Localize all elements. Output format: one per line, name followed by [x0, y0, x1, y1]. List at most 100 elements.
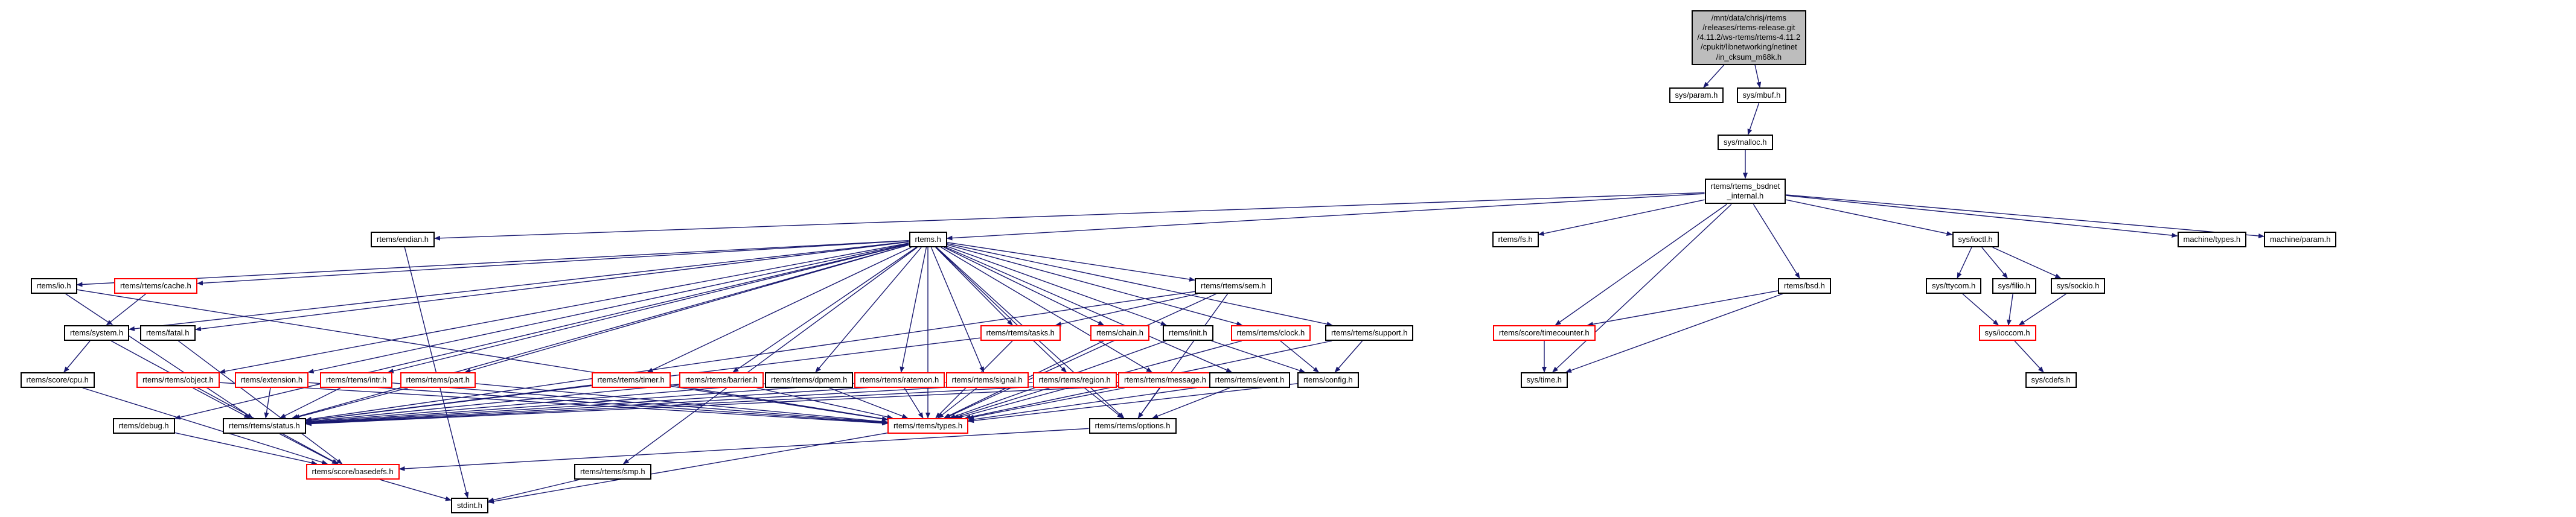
graph-node-debug[interactable]: rtems/debug.h: [112, 418, 175, 434]
include-edge-region-to-options: [1084, 387, 1123, 419]
include-edge-config-to-types: [968, 383, 1298, 423]
graph-node-sem[interactable]: rtems/rtems/sem.h: [1195, 278, 1272, 294]
include-edge-bsdnet-to-m_types: [1786, 195, 2178, 238]
graph-node-cdefs[interactable]: sys/cdefs.h: [2025, 372, 2077, 389]
graph-node-label: rtems/rtems/region.h: [1038, 375, 1111, 384]
include-edge-intr-to-status: [280, 387, 341, 419]
include-edge-ioctl-to-ttycom: [1957, 247, 1972, 279]
graph-node-sys_malloc[interactable]: sys/malloc.h: [1718, 135, 1773, 151]
graph-node-cache[interactable]: rtems/rtems/cache.h: [114, 278, 197, 294]
include-edge-bsdnet-to-time: [1552, 203, 1732, 373]
include-edge-rtems-to-status: [292, 244, 909, 419]
graph-node-smp[interactable]: rtems/rtems/smp.h: [574, 464, 651, 480]
graph-node-time[interactable]: sys/time.h: [1520, 372, 1568, 389]
graph-node-chain[interactable]: rtems/chain.h: [1090, 325, 1150, 341]
include-edge-sem-to-status: [305, 291, 1195, 422]
graph-node-endian[interactable]: rtems/endian.h: [371, 232, 435, 248]
graph-node-label: rtems/score/cpu.h: [26, 375, 89, 384]
graph-node-ratemon[interactable]: rtems/rtems/ratemon.h: [854, 372, 945, 389]
graph-node-config[interactable]: rtems/config.h: [1297, 372, 1359, 389]
graph-node-options[interactable]: rtems/rtems/options.h: [1088, 418, 1177, 434]
include-edge-system-to-basedefs: [110, 340, 339, 465]
include-edge-system-to-cpu: [63, 340, 91, 373]
graph-node-sockio[interactable]: sys/sockio.h: [2050, 278, 2106, 294]
include-edge-timer-to-types: [670, 385, 888, 422]
graph-node-cpu[interactable]: rtems/score/cpu.h: [20, 372, 95, 389]
graph-node-status[interactable]: rtems/rtems/status.h: [223, 418, 306, 434]
graph-node-bsd[interactable]: rtems/bsd.h: [1778, 278, 1831, 294]
graph-node-m_param[interactable]: machine/param.h: [2264, 232, 2337, 248]
graph-node-bsdnet[interactable]: rtems/rtems_bsdnet_internal.h: [1704, 178, 1786, 204]
graph-node-extension[interactable]: rtems/extension.h: [234, 372, 309, 389]
graph-node-fatal[interactable]: rtems/fatal.h: [140, 325, 196, 341]
graph-node-label: rtems.h: [915, 235, 941, 244]
include-edge-bsdnet-to-m_param: [1786, 194, 2264, 239]
graph-node-label: rtems/bsd.h: [1784, 281, 1825, 290]
graph-node-label: sys/ioccom.h: [1984, 328, 2030, 337]
graph-node-root[interactable]: /mnt/data/chrisj/rtems/releases/rtems-re…: [1691, 10, 1807, 65]
graph-node-label: /cpukit/libnetworking/netinet: [1701, 42, 1797, 52]
include-edge-options-to-basedefs: [398, 428, 1089, 471]
include-edge-types-to-stdint: [488, 433, 888, 504]
graph-node-label: sys/cdefs.h: [2031, 375, 2071, 384]
graph-node-m_types[interactable]: machine/types.h: [2177, 232, 2247, 248]
graph-node-clock[interactable]: rtems/rtems/clock.h: [1230, 325, 1311, 341]
graph-node-fs[interactable]: rtems/fs.h: [1492, 232, 1539, 248]
include-edge-barrier-to-status: [305, 384, 680, 424]
graph-node-object[interactable]: rtems/rtems/object.h: [136, 372, 220, 389]
include-edge-extension-to-types: [308, 382, 888, 425]
include-edge-ttycom-to-ioccom: [1962, 293, 1999, 326]
include-edge-root-to-sys_mbuf: [1754, 65, 1762, 88]
include-edge-io-to-types: [77, 289, 888, 421]
include-edge-filio-to-ioccom: [2007, 293, 2013, 326]
graph-node-label: _internal.h: [1727, 191, 1764, 200]
include-edge-rtems-to-event: [945, 247, 1233, 373]
graph-node-timecounter[interactable]: rtems/score/timecounter.h: [1493, 325, 1596, 341]
graph-node-types[interactable]: rtems/rtems/types.h: [887, 418, 969, 434]
graph-node-region[interactable]: rtems/rtems/region.h: [1032, 372, 1117, 389]
graph-node-ioccom[interactable]: sys/ioccom.h: [1978, 325, 2036, 341]
graph-node-label: rtems/debug.h: [118, 421, 169, 430]
graph-node-rtems[interactable]: rtems.h: [909, 232, 947, 248]
graph-node-tasks[interactable]: rtems/rtems/tasks.h: [980, 325, 1061, 341]
graph-node-label: rtems/rtems/support.h: [1331, 328, 1408, 337]
graph-node-system[interactable]: rtems/system.h: [64, 325, 130, 341]
graph-node-ioctl[interactable]: sys/ioctl.h: [1952, 232, 1999, 248]
graph-node-label: rtems/rtems/message.h: [1124, 375, 1206, 384]
graph-node-label: sys/malloc.h: [1724, 138, 1767, 147]
include-edge-bsdnet-to-fs: [1538, 199, 1705, 236]
graph-node-sys_mbuf[interactable]: sys/mbuf.h: [1736, 87, 1787, 104]
graph-node-event[interactable]: rtems/rtems/event.h: [1209, 372, 1291, 389]
include-edge-rtems-to-chain: [944, 247, 1105, 326]
include-edge-io-to-status: [65, 293, 254, 419]
graph-node-label: rtems/rtems/intr.h: [326, 375, 387, 384]
graph-node-label: sys/time.h: [1526, 375, 1562, 384]
graph-node-filio[interactable]: sys/filio.h: [1992, 278, 2036, 294]
graph-node-message[interactable]: rtems/rtems/message.h: [1118, 372, 1212, 389]
graph-node-basedefs[interactable]: rtems/score/basedefs.h: [305, 464, 400, 480]
include-edge-rtems-to-smp: [622, 247, 918, 465]
graph-node-ttycom[interactable]: sys/ttycom.h: [1926, 278, 1982, 294]
graph-node-stdint[interactable]: stdint.h: [451, 498, 488, 514]
graph-node-barrier[interactable]: rtems/rtems/barrier.h: [679, 372, 764, 389]
include-edge-rtems-to-intr: [387, 244, 909, 373]
include-edge-support-to-config: [1334, 340, 1363, 373]
graph-node-signal[interactable]: rtems/rtems/signal.h: [945, 372, 1029, 389]
graph-node-support[interactable]: rtems/rtems/support.h: [1325, 325, 1414, 341]
graph-node-intr[interactable]: rtems/rtems/intr.h: [320, 372, 393, 389]
graph-node-io[interactable]: rtems/io.h: [30, 278, 77, 294]
include-edge-event-to-status: [305, 381, 1209, 427]
include-edge-intr-to-types: [392, 382, 888, 425]
include-edge-message-to-types: [968, 387, 1125, 420]
graph-node-part[interactable]: rtems/rtems/part.h: [400, 372, 476, 389]
include-edge-object-to-types: [219, 382, 888, 426]
graph-node-sys_param[interactable]: sys/param.h: [1669, 87, 1724, 104]
graph-node-label: rtems/rtems/types.h: [893, 421, 963, 430]
graph-node-label: rtems/chain.h: [1096, 328, 1144, 337]
graph-node-timer[interactable]: rtems/rtems/timer.h: [591, 372, 671, 389]
include-edge-root-to-sys_param: [1703, 65, 1725, 88]
graph-node-dpmem[interactable]: rtems/rtems/dpmem.h: [765, 372, 854, 389]
graph-node-init[interactable]: rtems/init.h: [1163, 325, 1213, 341]
graph-node-label: sys/ioctl.h: [1958, 235, 1993, 244]
